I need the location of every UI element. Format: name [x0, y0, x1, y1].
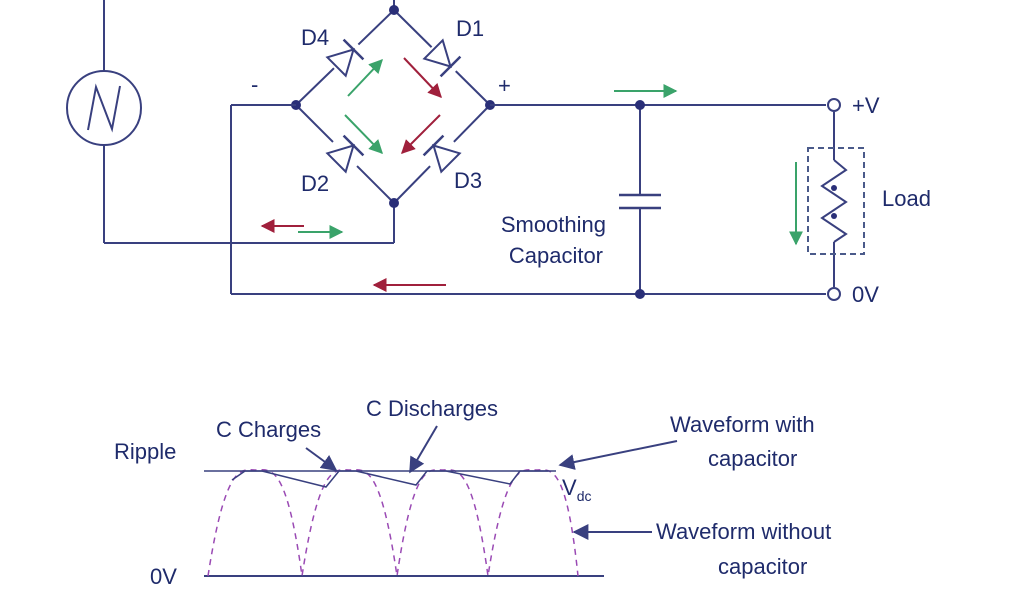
terminal-positive-label: +V [852, 93, 880, 118]
positive-terminal-icon [827, 98, 841, 112]
load-label: Load [882, 186, 931, 211]
waveform-plot: 0V Ripple C Charges C Discharges Wavefor… [114, 396, 831, 589]
bridge-rectifier [291, 5, 495, 208]
with-capacitor-pointer [558, 440, 678, 470]
waveform-with-capacitor [231, 470, 548, 488]
arrow-green-d4 [347, 58, 383, 97]
waveform-zero-label: 0V [150, 564, 177, 589]
c-discharges-label: C Discharges [366, 396, 498, 421]
waveform-without-capacitor [207, 469, 579, 577]
vdc-subscript: dc [577, 488, 592, 504]
diode-d3-icon [416, 128, 465, 177]
with-capacitor-label-line2: capacitor [708, 446, 797, 471]
c-discharges-pointer [409, 425, 438, 474]
smoothing-capacitor-icon [619, 100, 661, 299]
diode-label-d3: D3 [454, 168, 482, 193]
zero-terminal-icon [827, 287, 841, 301]
circuit: D1 D4 D2 D3 - + Smoothing Capacitor [66, 0, 931, 307]
current-flow-arrows [260, 57, 803, 292]
without-capacitor-label-line1: Waveform without [656, 519, 831, 544]
polarity-plus: + [498, 73, 511, 98]
vdc-label: Vdc [562, 475, 591, 504]
arrow-red-d1 [403, 57, 442, 99]
diode-d2-icon [322, 128, 371, 177]
bridge-node-top [389, 5, 399, 15]
diode-d1-icon [419, 35, 468, 84]
diode-label-d1: D1 [456, 16, 484, 41]
polarity-minus: - [251, 72, 258, 97]
capacitor-label-line1: Smoothing [501, 212, 606, 237]
arrow-green-d2 [344, 114, 383, 155]
load-resistor-icon [807, 112, 865, 287]
c-charges-label: C Charges [216, 417, 321, 442]
ripple-label: Ripple [114, 439, 176, 464]
bridge-node-bottom [389, 198, 399, 208]
without-capacitor-label-line2: capacitor [718, 554, 807, 579]
diode-label-d4: D4 [301, 25, 329, 50]
ac-sine-source-icon [66, 0, 142, 243]
diode-label-d2: D2 [301, 171, 329, 196]
capacitor-label-line2: Capacitor [509, 243, 603, 268]
with-capacitor-label-line1: Waveform with [670, 412, 815, 437]
arrow-red-d3 [401, 114, 441, 154]
terminal-zero-label: 0V [852, 282, 879, 307]
c-charges-pointer [305, 447, 338, 471]
